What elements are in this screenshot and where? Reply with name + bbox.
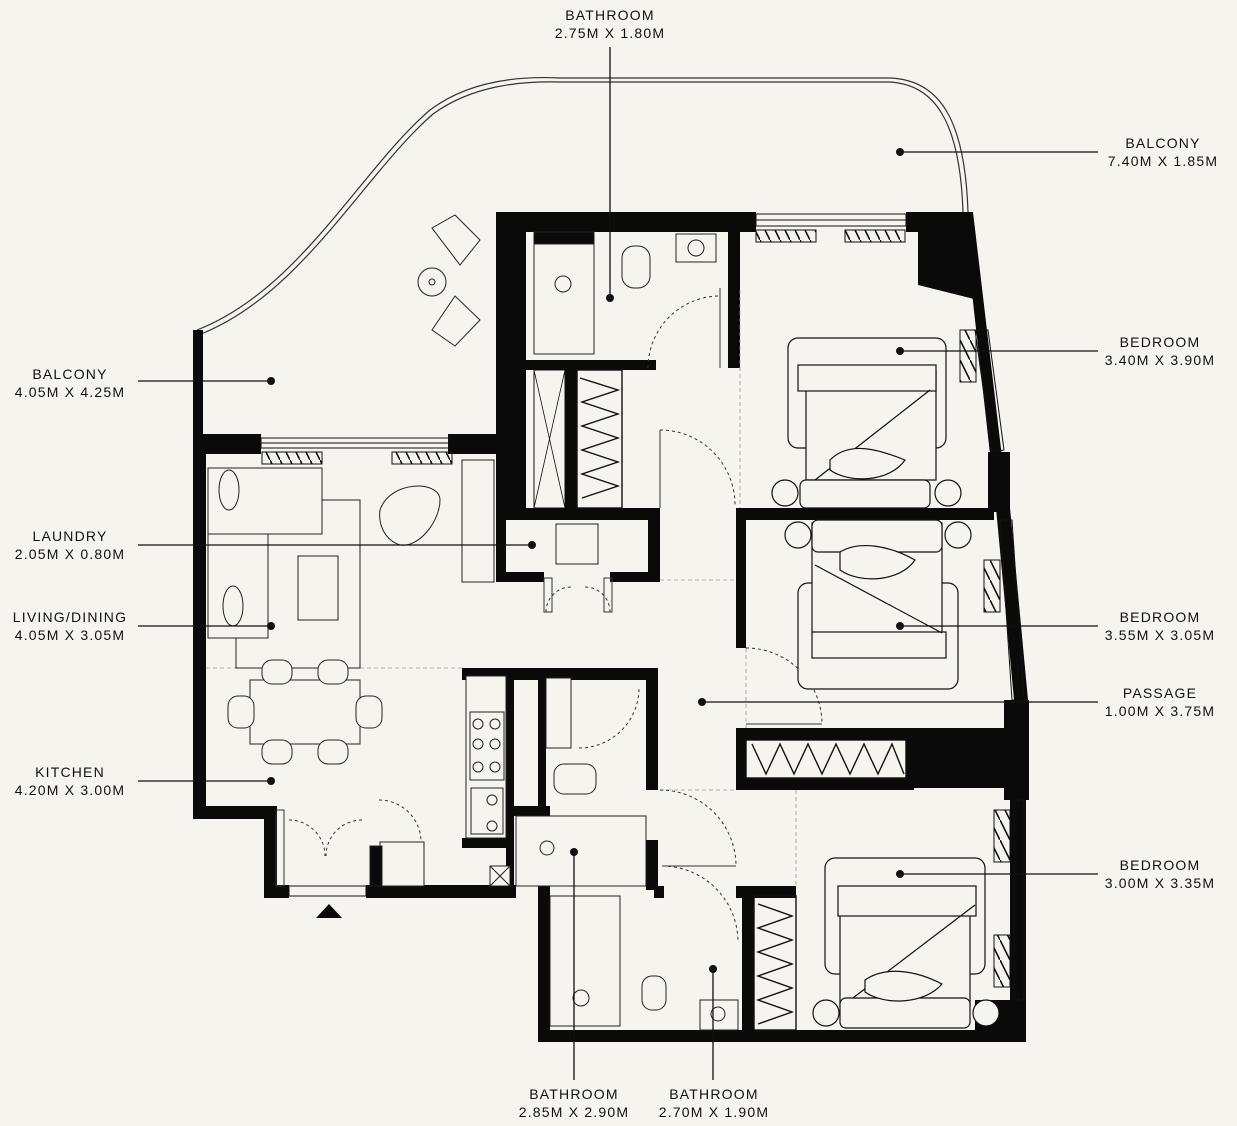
room-name: BEDROOM [1119, 857, 1201, 873]
room-size: 4.20M X 3.00M [14, 782, 126, 798]
room-name: BALCONY [1125, 135, 1201, 151]
room-size: 2.75M X 1.80M [554, 25, 666, 41]
room-name: BATHROOM [669, 1086, 759, 1102]
room-size: 3.00M X 3.35M [1104, 875, 1216, 891]
room-size: 1.00M X 3.75M [1104, 703, 1216, 719]
windows [260, 213, 1025, 1001]
room-name: BEDROOM [1119, 609, 1201, 625]
radiators [261, 229, 1011, 988]
room-name: KITCHEN [35, 764, 105, 780]
room-name: BATHROOM [565, 7, 655, 23]
room-name: PASSAGE [1122, 685, 1198, 701]
beds [771, 337, 1000, 1029]
room-size: 4.05M X 4.25M [14, 384, 126, 400]
room-name: LIVING/DINING [12, 609, 128, 625]
room-size: 3.55M X 3.05M [1104, 627, 1216, 643]
room-size: 7.40M X 1.85M [1107, 153, 1219, 169]
room-name: BEDROOM [1119, 334, 1201, 350]
entrance-arrow-icon [316, 904, 342, 918]
room-size: 2.70M X 1.90M [658, 1104, 770, 1120]
doors [275, 288, 823, 943]
leader-lines [138, 47, 1098, 1080]
label-bathroom-b2: BATHROOM 2.70M X 1.90M [648, 1085, 780, 1121]
label-passage: PASSAGE 1.00M X 3.75M [1090, 684, 1230, 720]
balcony-outline [196, 76, 969, 335]
wardrobes [533, 369, 907, 1031]
room-name: LAUNDRY [32, 528, 108, 544]
label-living-dining: LIVING/DINING 4.05M X 3.05M [2, 608, 138, 644]
label-bathroom-b1: BATHROOM 2.85M X 2.90M [508, 1085, 640, 1121]
room-size: 3.40M X 3.90M [1104, 352, 1216, 368]
room-size: 2.85M X 2.90M [518, 1104, 630, 1120]
label-balcony-nw: BALCONY 4.05M X 4.25M [2, 365, 138, 401]
label-laundry: LAUNDRY 2.05M X 0.80M [2, 527, 138, 563]
walls [193, 212, 1029, 1042]
furniture [207, 214, 739, 1031]
label-kitchen: KITCHEN 4.20M X 3.00M [2, 763, 138, 799]
room-name: BATHROOM [529, 1086, 619, 1102]
label-bedroom-2: BEDROOM 3.55M X 3.05M [1090, 608, 1230, 644]
label-bedroom-3: BEDROOM 3.00M X 3.35M [1090, 856, 1230, 892]
room-markers [267, 148, 904, 973]
label-balcony-ne: BALCONY 7.40M X 1.85M [1096, 134, 1230, 170]
label-bedroom-1: BEDROOM 3.40M X 3.90M [1090, 333, 1230, 369]
room-name: BALCONY [32, 366, 108, 382]
room-size: 2.05M X 0.80M [14, 546, 126, 562]
room-size: 4.05M X 3.05M [14, 627, 126, 643]
label-bathroom-top: BATHROOM 2.75M X 1.80M [545, 6, 675, 42]
